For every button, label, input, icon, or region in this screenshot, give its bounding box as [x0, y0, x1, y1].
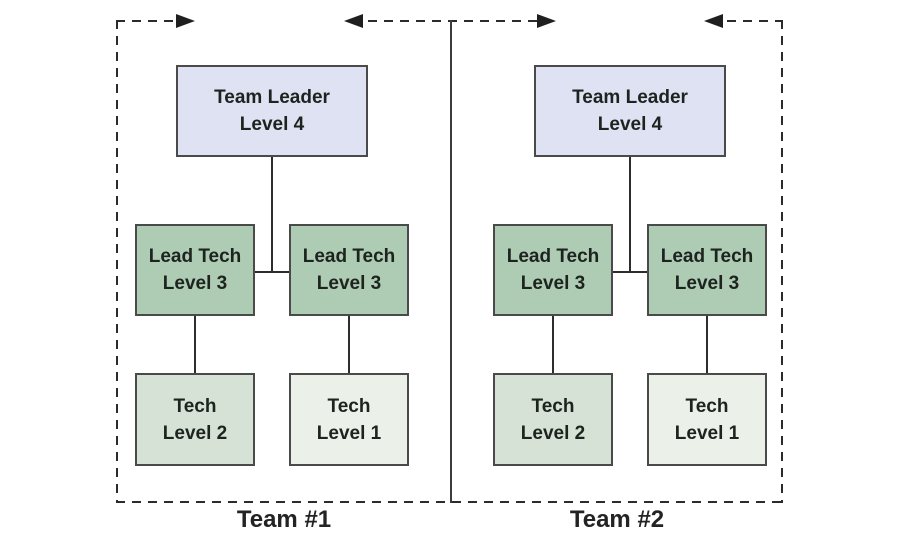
team1-connector-leader-drop — [271, 157, 273, 273]
team1-leadtech-right-box: Lead Tech Level 3 — [289, 224, 409, 316]
team1-leader-level: Level 4 — [239, 114, 305, 135]
top-right-left-arrow-icon — [704, 14, 723, 28]
team2-leadtech-right-title: Lead Tech — [660, 246, 754, 267]
team1-connector-right-tech-drop — [348, 315, 350, 373]
team2-connector-leadtech-bridge — [613, 271, 647, 273]
team2-leadtech-right-level: Level 3 — [674, 273, 740, 294]
team1-tech-level1-box: Tech Level 1 — [289, 373, 409, 466]
team2-label: Team #2 — [569, 506, 665, 533]
team2-tech-level1-level: Level 1 — [674, 422, 740, 444]
team2-leader-title: Team Leader — [572, 87, 688, 108]
team2-leader-level: Level 4 — [597, 114, 663, 135]
boundary-right-dashed-border — [781, 20, 783, 503]
team1-tech-level2-box: Tech Level 2 — [135, 373, 255, 466]
team2-connector-right-tech-drop — [706, 315, 708, 373]
team1-connector-leadtech-bridge — [255, 271, 289, 273]
team2-tech-level2-box: Tech Level 2 — [493, 373, 613, 466]
team1-leader-box: Team Leader Level 4 — [176, 65, 368, 157]
team1-leadtech-right-level: Level 3 — [316, 273, 382, 294]
boundary-top-left-dashed-segment — [116, 20, 176, 22]
team2-tech-level1-box: Tech Level 1 — [647, 373, 767, 466]
team1-connector-left-tech-drop — [194, 315, 196, 373]
center-exchange-left-arrow-icon — [344, 14, 363, 28]
team2-tech-level2-title: Tech — [531, 395, 575, 417]
team2-connector-left-tech-drop — [552, 315, 554, 373]
team1-leadtech-left-title: Lead Tech — [148, 246, 242, 267]
team1-tech-level2-title: Tech — [173, 395, 217, 417]
team2-tech-level1-title: Tech — [685, 395, 729, 417]
boundary-top-right-dashed-segment — [727, 20, 783, 22]
boundary-bottom-dashed-border — [116, 501, 783, 503]
center-exchange-right-arrow-icon — [537, 14, 556, 28]
team1-tech-level1-title: Tech — [327, 395, 371, 417]
team1-tech-level1-level: Level 1 — [316, 422, 382, 444]
team1-label: Team #1 — [236, 506, 332, 533]
team2-leadtech-left-box: Lead Tech Level 3 — [493, 224, 613, 316]
team2-leadtech-left-level: Level 3 — [520, 273, 586, 294]
team2-tech-level2-level: Level 2 — [520, 422, 586, 444]
team-divider-line — [450, 20, 452, 503]
boundary-left-dashed-border — [116, 20, 118, 503]
top-left-right-arrow-icon — [176, 14, 195, 28]
team1-leadtech-right-title: Lead Tech — [302, 246, 396, 267]
team2-connector-leader-drop — [629, 157, 631, 273]
team1-leadtech-left-box: Lead Tech Level 3 — [135, 224, 255, 316]
team2-leadtech-left-title: Lead Tech — [506, 246, 600, 267]
team1-tech-level2-level: Level 2 — [162, 422, 228, 444]
team1-leadtech-left-level: Level 3 — [162, 273, 228, 294]
team1-leader-title: Team Leader — [214, 87, 330, 108]
team2-leadtech-right-box: Lead Tech Level 3 — [647, 224, 767, 316]
team2-leader-box: Team Leader Level 4 — [534, 65, 726, 157]
